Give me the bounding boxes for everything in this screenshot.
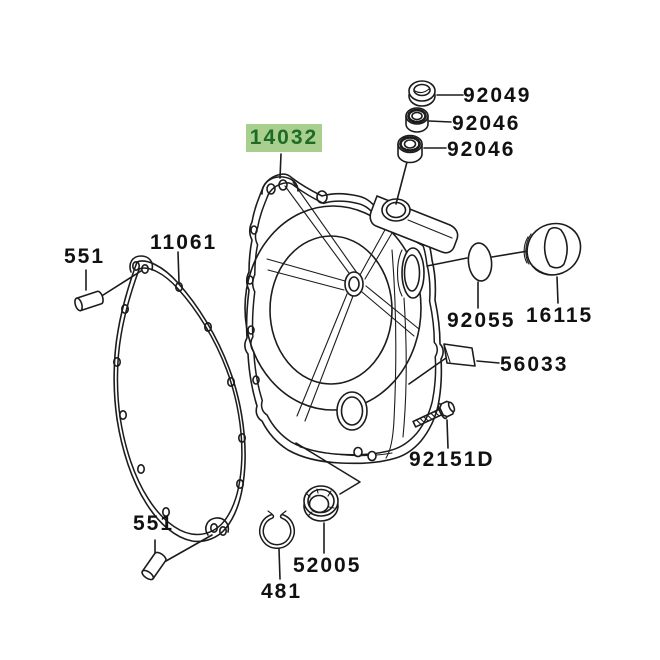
part-label-52005[interactable]: 52005	[293, 554, 362, 577]
part-label-92046-upper[interactable]: 92046	[452, 112, 521, 135]
label-plate-drawing	[443, 343, 476, 367]
dowel-pin-top-drawing	[74, 290, 104, 312]
part-label-92046-lower[interactable]: 92046	[447, 138, 516, 161]
circlip-drawing	[259, 510, 295, 549]
sight-glass-drawing	[303, 485, 339, 522]
part-label-14032-highlighted[interactable]: 14032	[246, 124, 322, 152]
part-label-481[interactable]: 481	[261, 580, 303, 603]
leader-lines	[85, 94, 559, 580]
oil-seal-drawing	[408, 80, 436, 107]
part-label-16115[interactable]: 16115	[526, 304, 594, 327]
bearing-lower-drawing	[397, 134, 423, 164]
part-label-11061[interactable]: 11061	[150, 231, 218, 254]
bearing-upper-drawing	[405, 107, 429, 133]
part-label-92055[interactable]: 92055	[447, 309, 516, 332]
part-label-56033[interactable]: 56033	[500, 353, 569, 376]
part-label-551-bottom[interactable]: 551	[133, 512, 175, 535]
part-label-92049[interactable]: 92049	[463, 84, 532, 107]
dowel-pin-bottom-drawing	[141, 551, 167, 581]
gasket-drawing	[113, 255, 247, 543]
part-label-551-top[interactable]: 551	[64, 245, 106, 268]
bolt-drawing	[412, 400, 456, 428]
clutch-cover-drawing	[244, 173, 459, 465]
oil-filler-cap-drawing	[523, 222, 582, 276]
o-ring-drawing	[467, 242, 493, 282]
part-label-92151D[interactable]: 92151D	[409, 448, 495, 471]
